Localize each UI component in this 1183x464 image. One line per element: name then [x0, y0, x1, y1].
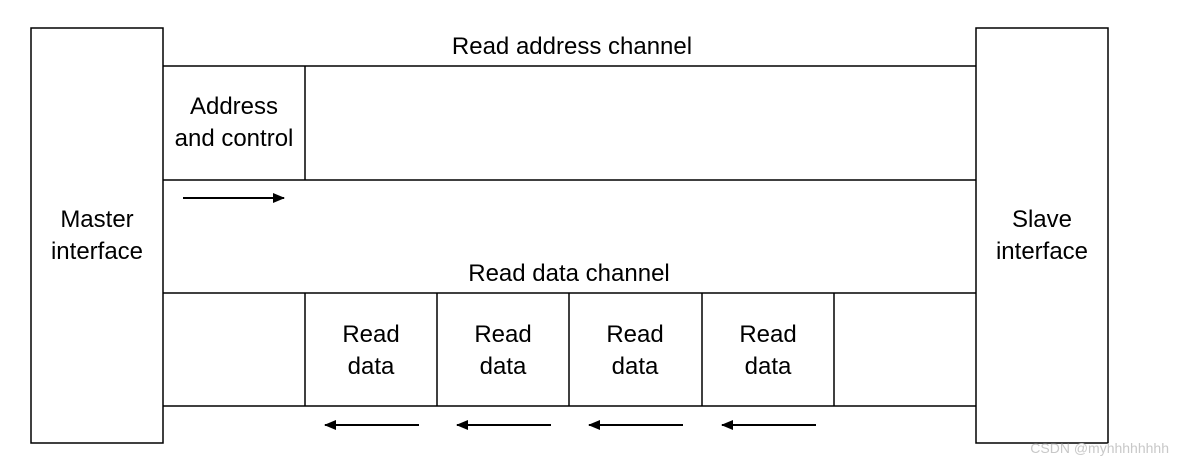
- read-data-box-4-line2: data: [745, 353, 792, 380]
- slave-interface-block: Slave interface: [975, 27, 1109, 444]
- read-data-box-3-line2: data: [612, 353, 659, 380]
- read-data-box-2-line2: data: [480, 353, 527, 380]
- master-interface-label-line2: interface: [51, 238, 143, 265]
- slave-interface-box: [975, 27, 1109, 444]
- address-control-label-line1: Address: [190, 93, 278, 120]
- read-address-channel: Read address channel Address and control: [163, 33, 976, 203]
- read-data-channel-title: Read data channel: [468, 260, 670, 287]
- master-interface-label-line1: Master: [60, 206, 133, 233]
- read-data-box-2-line1: Read: [474, 321, 531, 348]
- master-interface-block: Master interface: [30, 27, 164, 444]
- read-data-box-3-line1: Read: [606, 321, 663, 348]
- watermark: CSDN @myhhhhhhhh: [1030, 440, 1169, 456]
- address-control-label-line2: and control: [175, 125, 294, 152]
- read-address-channel-title: Read address channel: [452, 33, 692, 60]
- slave-interface-label-line2: interface: [996, 238, 1088, 265]
- master-interface-box: [30, 27, 164, 444]
- slave-interface-label-line1: Slave: [1012, 206, 1072, 233]
- read-data-box-4-line1: Read: [739, 321, 796, 348]
- read-data-channel: Read data channel Read data Read data Re…: [163, 260, 976, 430]
- read-data-box-1-line1: Read: [342, 321, 399, 348]
- read-data-box-1-line2: data: [348, 353, 395, 380]
